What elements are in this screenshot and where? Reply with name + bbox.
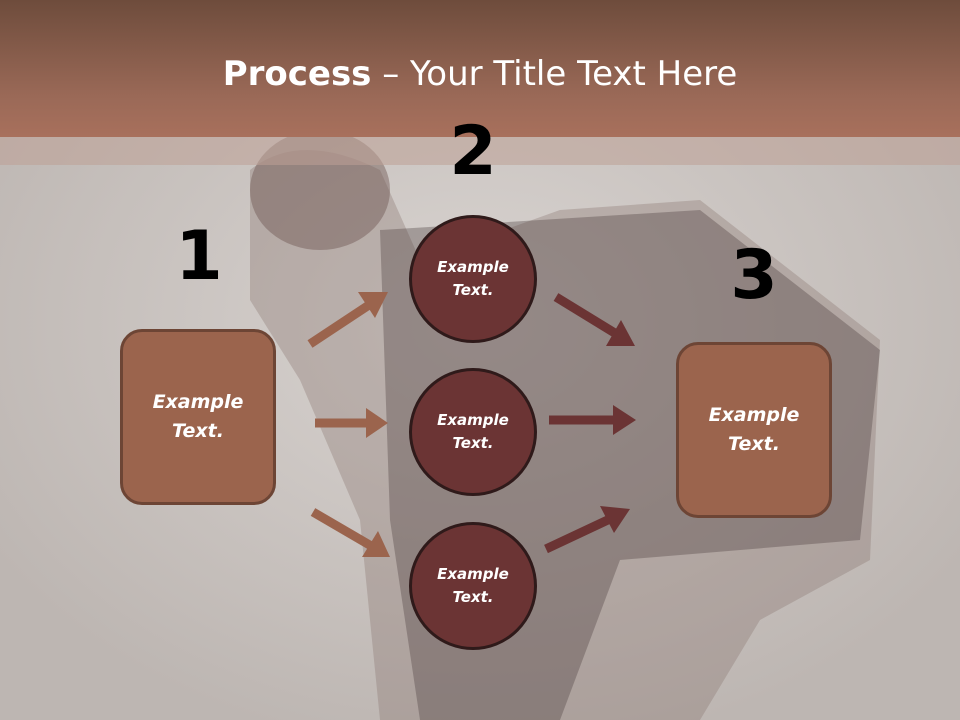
slide-title[interactable]: Process – Your Title Text Here xyxy=(0,50,960,98)
step-number-1: 1 xyxy=(175,217,223,296)
arrow-1-to-top xyxy=(307,292,388,348)
title-bar xyxy=(0,0,960,137)
arrow-bottom-to-3 xyxy=(544,506,630,554)
title-band xyxy=(0,137,960,165)
circle-bottom-text: Example Text. xyxy=(437,565,509,606)
step-1-box[interactable]: Example Text. xyxy=(120,329,276,505)
step-2-circle-top[interactable]: Example Text. xyxy=(409,215,537,343)
step-2-circle-bottom[interactable]: Example Text. xyxy=(409,522,537,650)
arrow-middle-to-3 xyxy=(549,405,636,435)
arrow-1-to-middle xyxy=(315,408,388,438)
step-2-circle-middle[interactable]: Example Text. xyxy=(409,368,537,496)
arrow-1-to-bottom xyxy=(310,508,390,557)
title-bold: Process xyxy=(222,54,372,94)
step-number-3: 3 xyxy=(730,236,778,315)
circle-top-text: Example Text. xyxy=(437,258,509,299)
step-1-box-text: Example Text. xyxy=(152,391,244,442)
title-rest: – Your Title Text Here xyxy=(371,54,738,94)
circle-middle-text: Example Text. xyxy=(437,411,509,452)
arrow-top-to-3 xyxy=(553,293,635,346)
step-3-box[interactable]: Example Text. xyxy=(676,342,832,518)
step-number-2: 2 xyxy=(449,112,497,191)
step-3-box-text: Example Text. xyxy=(708,404,800,455)
